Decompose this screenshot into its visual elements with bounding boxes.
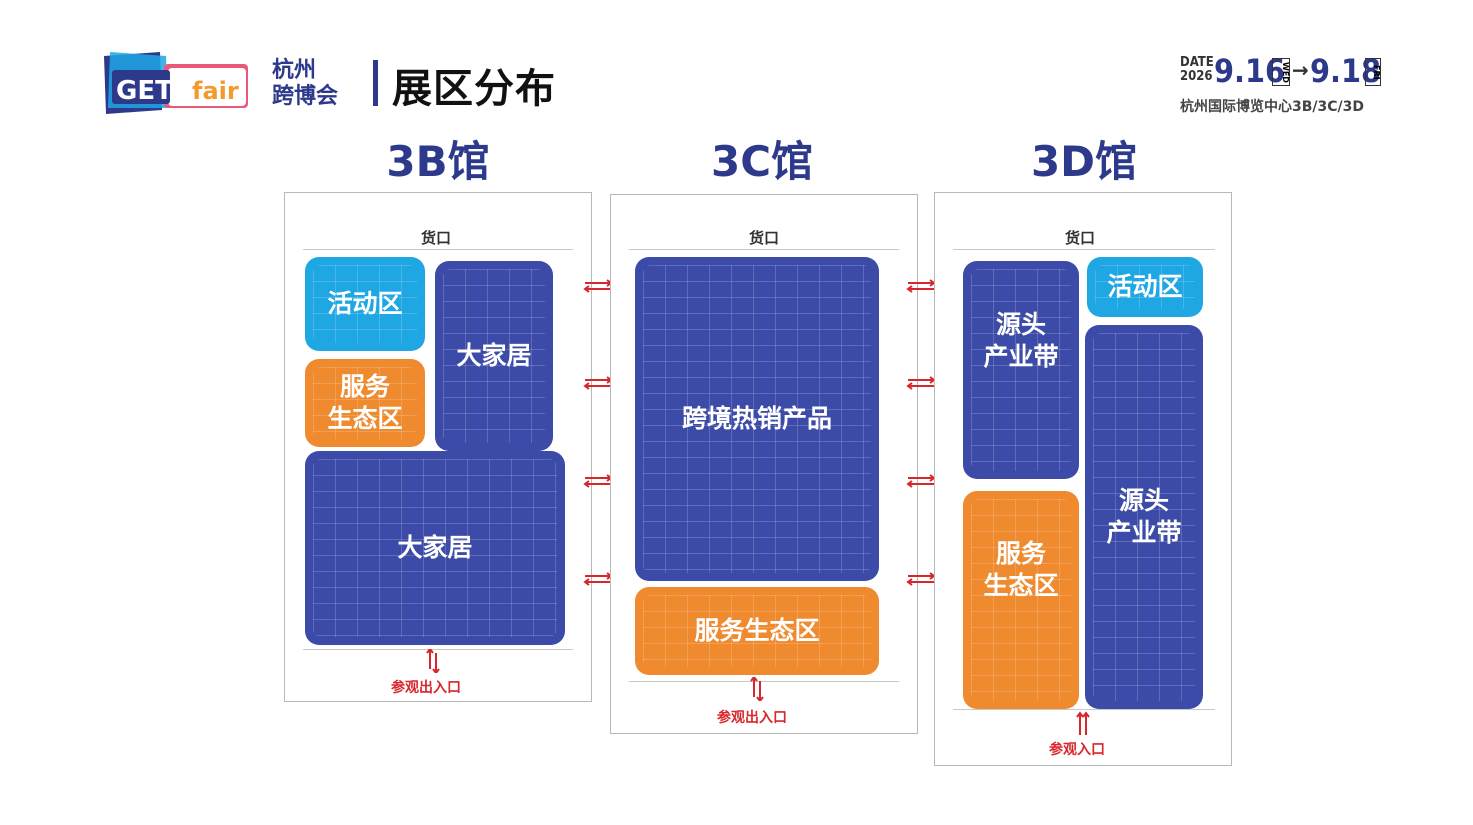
hall-3b-zone-furniture-bottom-label: 大家居 bbox=[397, 533, 473, 562]
title-divider bbox=[373, 60, 378, 106]
passage-3c-3d-arrow-icon bbox=[906, 279, 936, 293]
logo-brand-text: GET bbox=[116, 76, 173, 106]
hall-3b-wall-bottom bbox=[303, 649, 573, 650]
passage-3b-3c-arrow-icon bbox=[583, 474, 613, 488]
date-start-day: WED bbox=[1272, 58, 1290, 86]
passage-3b-3c-arrow-icon bbox=[583, 279, 613, 293]
hall-3d-entry-arrow-icon bbox=[1076, 711, 1090, 735]
date-arrow: → bbox=[1292, 58, 1309, 82]
hall-3c-zone-service: 服务生态区 bbox=[635, 587, 879, 675]
logo-name-line2: 跨博会 bbox=[272, 84, 339, 109]
hall-3b-zone-activity-label: 活动区 bbox=[327, 289, 403, 318]
hall-3d-zone-service: 服务 生态区 bbox=[963, 491, 1079, 709]
page-title: 展区分布 bbox=[392, 66, 556, 112]
date-end-day: FRI bbox=[1365, 58, 1381, 86]
hall-3c-cargo-label: 货口 bbox=[749, 229, 780, 247]
hall-3d-title: 3D馆 bbox=[1030, 137, 1138, 186]
hall-3d-zone-source-left: 源头 产业带 bbox=[963, 261, 1079, 479]
hall-3b-wall bbox=[303, 249, 573, 250]
hall-3d-zone-source-left-label: 源头 产业带 bbox=[983, 310, 1059, 371]
hall-3d-wall-bottom bbox=[953, 709, 1215, 710]
passage-3b-3c-arrow-icon bbox=[583, 572, 613, 586]
hall-3b-entry-arrow-icon bbox=[426, 649, 440, 673]
hall-3c-zone-bestsellers-label: 跨境热销产品 bbox=[681, 404, 832, 433]
passage-3c-3d-arrow-icon bbox=[906, 572, 936, 586]
hall-3b-plan: 货口 活动区 大家居 服务 生态区 大家居 参观出入口 bbox=[284, 192, 592, 702]
event-date: DATE 2026 9.16 WED → 9.18 FRI bbox=[1180, 52, 1400, 116]
hall-3b-zone-service-label: 服务 生态区 bbox=[327, 372, 403, 433]
hall-3b-entry-label: 参观出入口 bbox=[391, 680, 461, 696]
hall-3b-cargo-label: 货口 bbox=[421, 229, 452, 247]
hall-3d-zone-activity: 活动区 bbox=[1087, 257, 1203, 317]
hall-3d-zone-source-right: 源头 产业带 bbox=[1085, 325, 1203, 709]
hall-3c-plan: 货口 跨境热销产品 服务生态区 参观出入口 bbox=[610, 194, 918, 734]
hall-3d-plan: 货口 源头 产业带 活动区 源头 产业带 服务 生态区 参观入口 bbox=[934, 192, 1232, 766]
logo-name-line1: 杭州 bbox=[272, 58, 317, 83]
hall-3b-zone-activity: 活动区 bbox=[305, 257, 425, 351]
hall-3b-zone-furniture-top-label: 大家居 bbox=[456, 341, 532, 370]
hall-3b-zone-service: 服务 生态区 bbox=[305, 359, 425, 447]
hall-3b-zone-furniture-top: 大家居 bbox=[435, 261, 553, 451]
hall-3c-zone-bestsellers: 跨境热销产品 bbox=[635, 257, 879, 581]
date-label-year: 2026 bbox=[1180, 69, 1213, 84]
passage-3c-3d-arrow-icon bbox=[906, 376, 936, 390]
passage-3b-3c-arrow-icon bbox=[583, 376, 613, 390]
passage-3c-3d-arrow-icon bbox=[906, 474, 936, 488]
hall-3c-entry-arrow-icon bbox=[750, 677, 764, 701]
logo-name: 杭州 跨博会 bbox=[272, 58, 362, 110]
hall-3c-wall bbox=[629, 249, 899, 250]
hall-3b-title: 3B馆 bbox=[386, 137, 490, 186]
hall-3c-entry-label: 参观出入口 bbox=[717, 710, 787, 726]
getfair-logo: GET fair bbox=[102, 50, 252, 116]
hall-3d-cargo-label: 货口 bbox=[1065, 229, 1096, 247]
hall-3c-zone-service-label: 服务生态区 bbox=[694, 616, 820, 645]
hall-3d-entry-label: 参观入口 bbox=[1049, 742, 1105, 758]
hall-3c-wall-bottom bbox=[629, 681, 899, 682]
hall-3b-zone-furniture-bottom: 大家居 bbox=[305, 451, 565, 645]
hall-3d-zone-service-label: 服务 生态区 bbox=[983, 539, 1059, 600]
hall-3d-zone-source-right-label: 源头 产业带 bbox=[1106, 486, 1182, 547]
hall-3d-wall bbox=[953, 249, 1215, 250]
venue-text: 杭州国际博览中心3B/3C/3D bbox=[1180, 99, 1365, 115]
logo-sub-text: fair bbox=[192, 77, 239, 105]
date-label-top: DATE bbox=[1180, 55, 1214, 70]
hall-3d-zone-activity-label: 活动区 bbox=[1107, 272, 1183, 301]
hall-3c-title: 3C馆 bbox=[710, 137, 814, 186]
